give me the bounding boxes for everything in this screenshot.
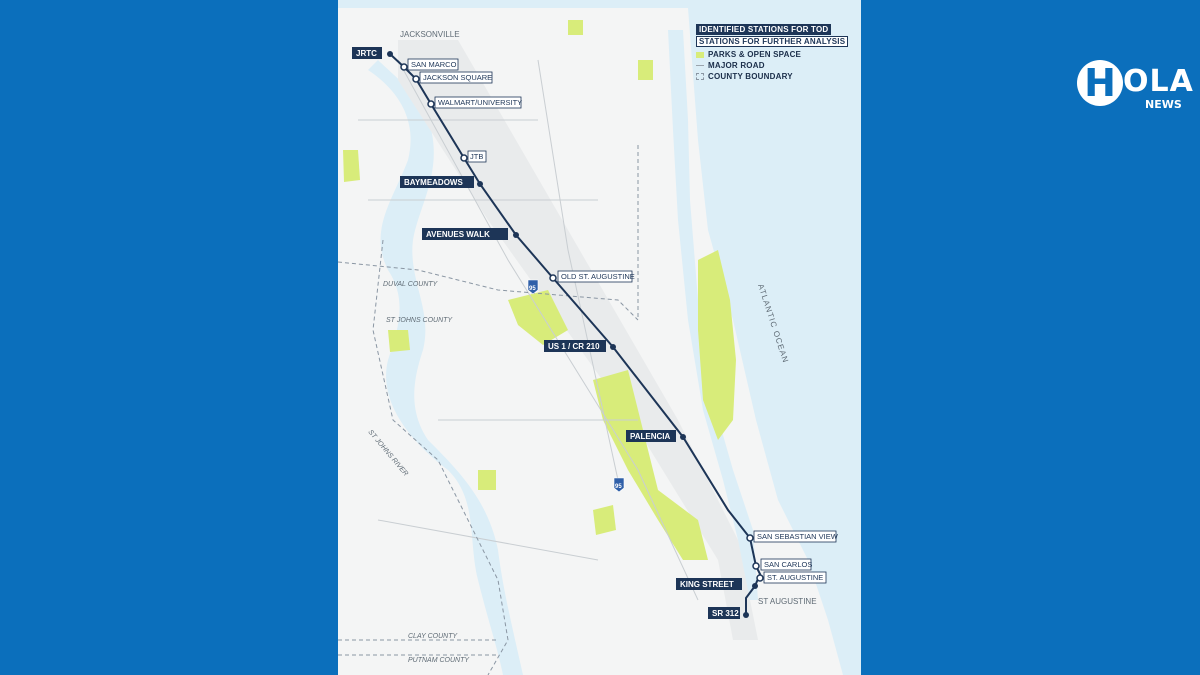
place-label-jacksonville: JACKSONVILLE	[400, 30, 460, 39]
station-marker-san-carlos	[752, 562, 760, 570]
county-boundaries	[338, 145, 639, 675]
interstate-shield-a: 95	[527, 279, 539, 295]
station-label-jtb: JTB	[470, 152, 483, 161]
station-label-san-sebastian: SAN SEBASTIAN VIEW	[757, 532, 839, 541]
station-label-walmart: WALMART/UNIVERSITY	[438, 98, 522, 107]
station-label-king-street: KING STREET	[680, 580, 734, 589]
legend-parks-swatch	[696, 51, 704, 58]
station-label-st-augustine-station: ST. AUGUSTINE	[767, 573, 823, 582]
legend-road: MAJOR ROAD	[708, 61, 765, 70]
station-label-jrtc: JRTC	[356, 49, 377, 58]
station-marker-old-st-augustine	[549, 274, 557, 282]
map-svg: JRTC BAYMEADOWS AVENUES WALK US 1 / CR 2…	[338, 0, 861, 675]
station-marker-st-augustine	[756, 574, 764, 582]
legend-further: STATIONS FOR FURTHER ANALYSIS	[696, 36, 849, 47]
station-marker-palencia	[680, 434, 686, 440]
place-label-clay: CLAY COUNTY	[408, 633, 458, 640]
legend-county: COUNTY BOUNDARY	[708, 72, 793, 81]
station-marker-sr312	[743, 612, 749, 618]
station-marker-king-street	[752, 583, 758, 589]
interstate-label-a: 95	[529, 286, 536, 292]
station-marker-san-sebastian	[746, 534, 754, 542]
station-label-sr312: SR 312	[712, 609, 739, 618]
interstate-shield-b: 95	[613, 477, 625, 493]
station-marker-san-marco	[400, 63, 408, 71]
legend-parks: PARKS & OPEN SPACE	[708, 50, 802, 59]
place-label-st-augustine: ST AUGUSTINE	[758, 597, 817, 606]
station-label-san-marco: SAN MARCO	[411, 60, 457, 69]
station-marker-jtb	[460, 154, 468, 162]
st-johns-river	[368, 60, 523, 675]
legend-tod: IDENTIFIED STATIONS FOR TOD	[696, 24, 832, 35]
interstate-label-b: 95	[615, 484, 622, 490]
logo-news: NEWS	[1145, 98, 1182, 111]
map-legend: IDENTIFIED STATIONS FOR TOD STATIONS FOR…	[696, 24, 849, 82]
intracoastal	[668, 30, 758, 600]
logo-ola: OLA	[1123, 64, 1194, 99]
station-marker-walmart	[427, 100, 435, 108]
hola-news-logo: H OLA NEWS	[1075, 58, 1193, 118]
station-label-jackson-square: JACKSON SQUARE	[423, 73, 492, 82]
station-label-us1-cr210: US 1 / CR 210	[548, 342, 600, 351]
station-marker-baymeadows	[477, 181, 483, 187]
station-label-old-st-augustine: OLD ST. AUGUSTINE	[561, 272, 635, 281]
station-markers	[387, 51, 764, 618]
place-label-putnam: PUTNAM COUNTY	[408, 657, 470, 664]
map-frame: JRTC BAYMEADOWS AVENUES WALK US 1 / CR 2…	[338, 0, 861, 675]
station-marker-avenues-walk	[513, 232, 519, 238]
station-label-san-carlos: SAN CARLOS	[764, 560, 812, 569]
logo-h-circle: H	[1077, 60, 1123, 106]
parks	[343, 20, 736, 560]
major-roads	[358, 59, 699, 601]
legend-road-swatch	[696, 65, 704, 66]
station-label-avenues-walk: AVENUES WALK	[426, 230, 490, 239]
place-label-duval: DUVAL COUNTY	[383, 281, 439, 288]
station-marker-jrtc	[387, 51, 393, 57]
station-marker-us1-cr210	[610, 344, 616, 350]
station-label-palencia: PALENCIA	[630, 432, 671, 441]
legend-county-swatch	[696, 73, 704, 80]
station-label-baymeadows: BAYMEADOWS	[404, 178, 463, 187]
station-marker-jackson-square	[412, 75, 420, 83]
place-label-st-johns-county: ST JOHNS COUNTY	[386, 317, 453, 324]
